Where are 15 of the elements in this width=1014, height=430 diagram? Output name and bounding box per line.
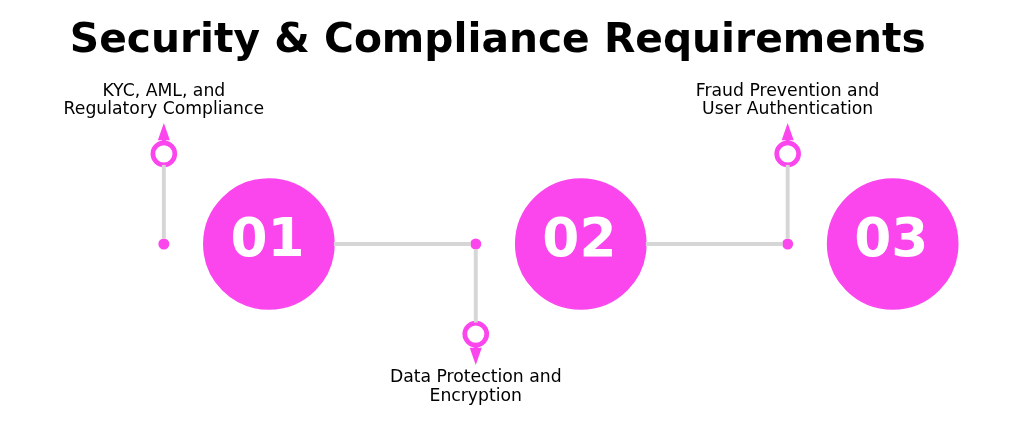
node-text: Fraud Prevention and User Authentication <box>695 79 880 119</box>
node-circle: 02 <box>514 178 647 310</box>
node-circle <box>157 238 169 250</box>
connector <box>785 164 790 239</box>
connector <box>645 242 783 246</box>
node-circle <box>469 238 481 250</box>
node-text: Data Protection and Encryption <box>389 366 562 406</box>
connector <box>161 164 166 239</box>
connector <box>333 242 471 246</box>
node-circle: 01 <box>202 178 335 310</box>
node-circle <box>781 238 793 250</box>
connector <box>473 249 478 323</box>
diagram-title: Security & Compliance Requirements <box>69 13 926 62</box>
node-circle: 03 <box>826 178 958 310</box>
node-text: KYC, AML, and Regulatory Compliance <box>63 79 264 119</box>
